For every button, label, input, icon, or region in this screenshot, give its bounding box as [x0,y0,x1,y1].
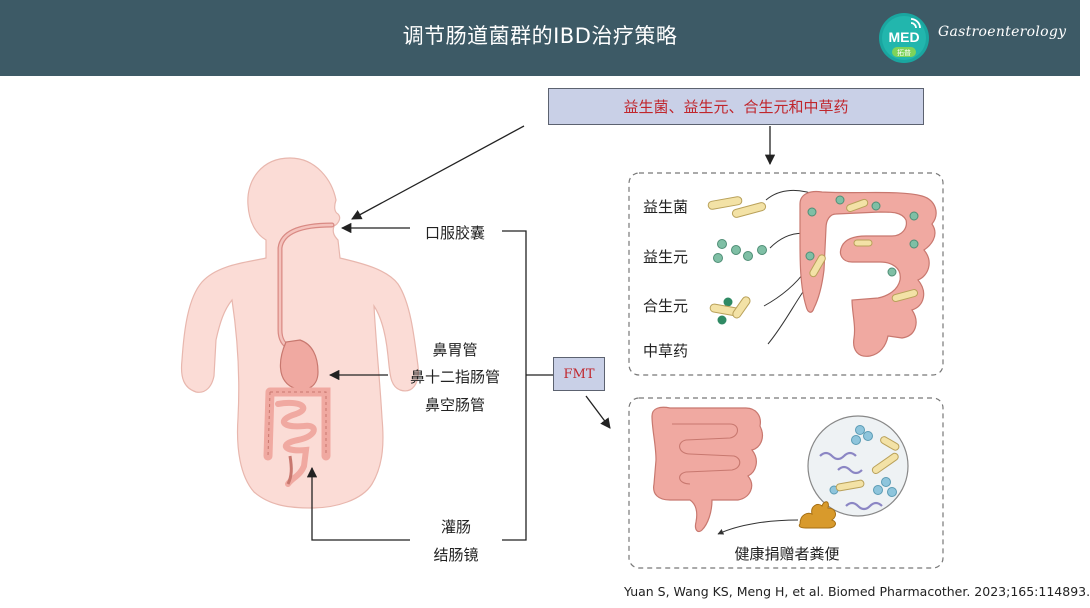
citation: Yuan S, Wang KS, Meng H, et al. Biomed P… [624,584,1090,599]
microbiota-circle-icon [807,415,909,517]
brand-name: Gastroenterology [938,24,1067,40]
intestine-upper-icon [799,190,937,357]
logo-text: MED [888,29,919,45]
probiotic-bacteria-icon [707,196,767,218]
therapy-item-herbal: 中草药 [643,342,689,360]
route-arrows [306,125,776,541]
fmt-box: FMT [553,357,605,391]
intestine-lower-icon [651,406,764,533]
route-nasoduodenal-label: 鼻十二指肠管 [409,368,501,386]
prebiotic-particles-icon [713,239,767,263]
fmt-panel [628,397,944,569]
page-title: 调节肠道菌群的IBD治疗策略 [402,24,678,48]
therapy-item-probiotics: 益生菌 [643,198,689,216]
route-enema-label: 灌肠 [440,518,472,536]
therapy-item-prebiotics: 益生元 [643,248,689,266]
fmt-transfer-arrow [717,519,799,535]
donor-stool-label: 健康捐赠者粪便 [734,545,840,563]
header-bar: 调节肠道菌群的IBD治疗策略 MED 拓普 Gastroenterology [0,0,1080,76]
therapies-panel [628,172,944,376]
route-nasojejunal-label: 鼻空肠管 [424,396,486,414]
route-oral-label: 口服胶囊 [424,224,486,242]
human-body-illustration [180,157,419,509]
med-logo-icon: MED 拓普 [879,13,929,63]
stool-icon [798,501,836,529]
logo-subtext: 拓普 [897,48,911,57]
route-nasogastric-label: 鼻胃管 [432,341,478,359]
route-colonoscopy-label: 结肠镜 [433,546,479,564]
therapies-box: 益生菌、益生元、合生元和中草药 [548,88,924,125]
synbiotic-mix-icon [709,296,751,325]
therapy-item-synbiotics: 合生元 [643,297,689,315]
